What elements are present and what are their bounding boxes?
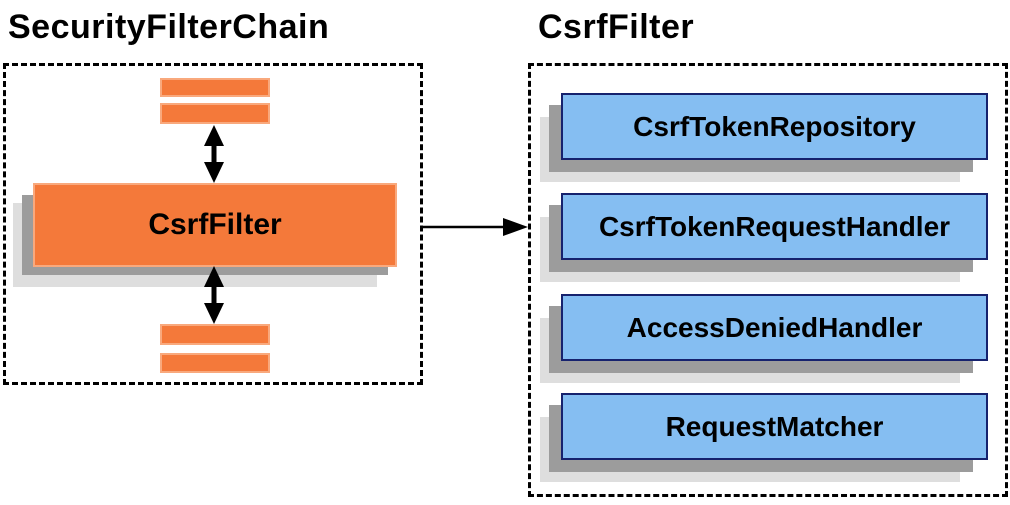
component-box-csrf-token-repository: CsrfTokenRepository [561, 93, 988, 160]
component-box-access-denied-handler: AccessDeniedHandler [561, 294, 988, 361]
double-arrow-icon-bottom [204, 266, 224, 324]
component-label: RequestMatcher [665, 410, 884, 442]
component-label: CsrfTokenRepository [633, 110, 916, 142]
security-filter-chain-container [3, 63, 423, 385]
component-box-request-matcher: RequestMatcher [561, 393, 988, 460]
csrf-filter-box: CsrfFilter [33, 183, 397, 267]
filter-placeholder-bar-bottom-2 [160, 353, 270, 373]
csrf-filter-box-label: CsrfFilter [148, 208, 282, 241]
filter-placeholder-bar-top-1 [160, 78, 270, 97]
flow-arrow-icon [423, 218, 528, 236]
csrf-filter-container [528, 63, 1008, 497]
left-panel-title: SecurityFilterChain [8, 8, 330, 46]
component-label: CsrfTokenRequestHandler [598, 210, 951, 242]
filter-placeholder-bar-top-2 [160, 103, 270, 124]
double-arrow-icon-top [204, 125, 224, 183]
filter-placeholder-bar-bottom-1 [160, 324, 270, 345]
component-box-csrf-token-request-handler: CsrfTokenRequestHandler [561, 193, 988, 260]
right-panel-title: CsrfFilter [538, 8, 695, 46]
component-label: AccessDeniedHandler [626, 311, 923, 343]
